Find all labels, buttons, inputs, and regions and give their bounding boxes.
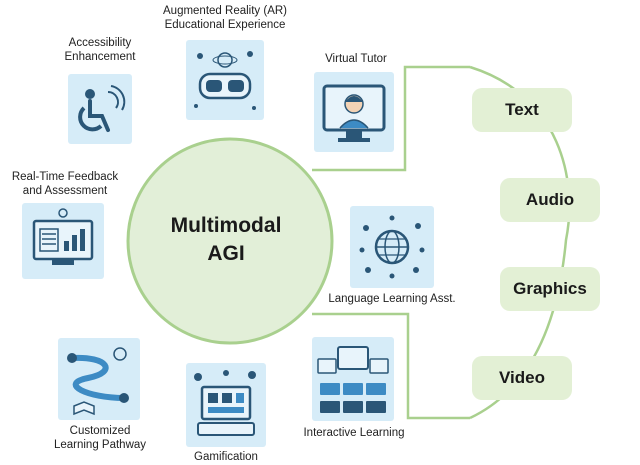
ar-label: Augmented Reality (AR) Educational Exper… [150,4,300,32]
interactive-learning-icon [312,337,394,421]
language-globe-icon [350,206,434,288]
gamification-icon [186,363,266,447]
pathway-icon [58,338,140,420]
accessibility-label-line1: Accessibility [68,37,132,49]
interactive-label: Interactive Learning [303,427,405,439]
ar-headset-icon [186,40,264,120]
gamification-label: Gamification [194,451,258,463]
feedback-label-line2: and Assessment [22,185,108,197]
pathway-label: Customized Learning Pathway [44,424,156,452]
center-title: Multimodal AGI [156,212,296,268]
modality-audio[interactable]: Audio [500,178,600,222]
connector-top [312,65,470,172]
pathway-label-line1: Customized [69,425,131,437]
ar-label-line1: Augmented Reality (AR) [163,5,287,17]
center-title-line1: Multimodal [170,214,282,237]
pathway-label-line2: Learning Pathway [53,439,147,451]
feedback-label-line1: Real-Time Feedback [11,171,119,183]
ar-label-line2: Educational Experience [164,19,286,31]
center-circle [126,137,334,345]
center-title-line2: AGI [207,242,245,265]
connector-bottom [312,312,470,420]
accessibility-label-line2: Enhancement [64,51,136,63]
feedback-dashboard-icon [22,203,104,279]
feedback-label: Real-Time Feedback and Assessment [0,170,130,198]
modality-text[interactable]: Text [472,88,572,132]
virtual-tutor-icon [314,72,394,152]
modality-graphics[interactable]: Graphics [500,267,600,311]
accessibility-label: Accessibility Enhancement [40,36,160,64]
language-label: Language Learning Asst. [328,293,456,305]
accessibility-icon [68,74,132,144]
tutor-label: Virtual Tutor [325,53,387,65]
modality-video[interactable]: Video [472,356,572,400]
